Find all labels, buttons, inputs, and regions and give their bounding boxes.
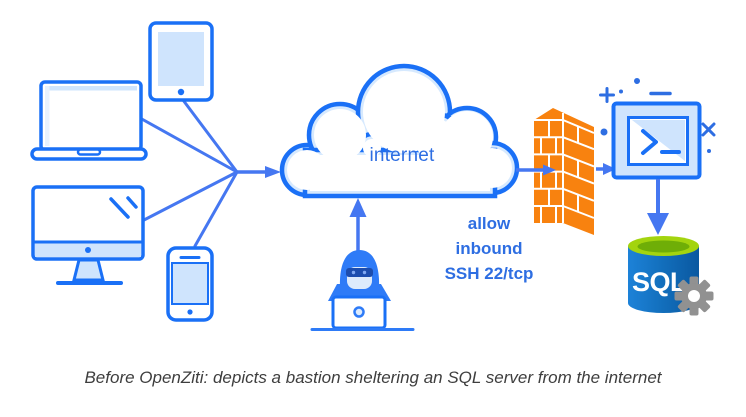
device-connectors	[138, 98, 239, 248]
caption: Before OpenZiti: depicts a bastion shelt…	[84, 368, 662, 387]
sql-database-icon: SQL	[628, 236, 714, 316]
firewall-rule-line3: SSH 22/tcp	[444, 264, 534, 283]
gear-icon	[674, 276, 714, 316]
hacker-to-cloud-arrow	[349, 198, 367, 252]
tablet-icon	[148, 21, 214, 102]
smartphone-icon	[166, 246, 214, 322]
bastion-to-sql-arrow	[647, 179, 669, 235]
firewall-rule-label: allow inbound SSH 22/tcp	[428, 211, 550, 286]
cloud-to-firewall-arrow	[516, 164, 556, 176]
firewall-icon	[534, 108, 595, 235]
internet-cloud-icon	[279, 63, 520, 199]
firewall-rule-line2: inbound	[455, 239, 523, 258]
internet-label: internet	[369, 145, 435, 166]
devices-to-cloud-arrow	[237, 166, 281, 178]
bastion-terminal-icon	[599, 78, 716, 180]
firewall-rule-line1: allow	[467, 214, 511, 233]
desktop-monitor-icon	[31, 185, 145, 285]
firewall-to-bastion-arrow	[596, 163, 616, 175]
sparkle-decorations	[599, 78, 716, 153]
hacker-icon	[310, 250, 415, 331]
laptop-icon	[30, 80, 148, 161]
